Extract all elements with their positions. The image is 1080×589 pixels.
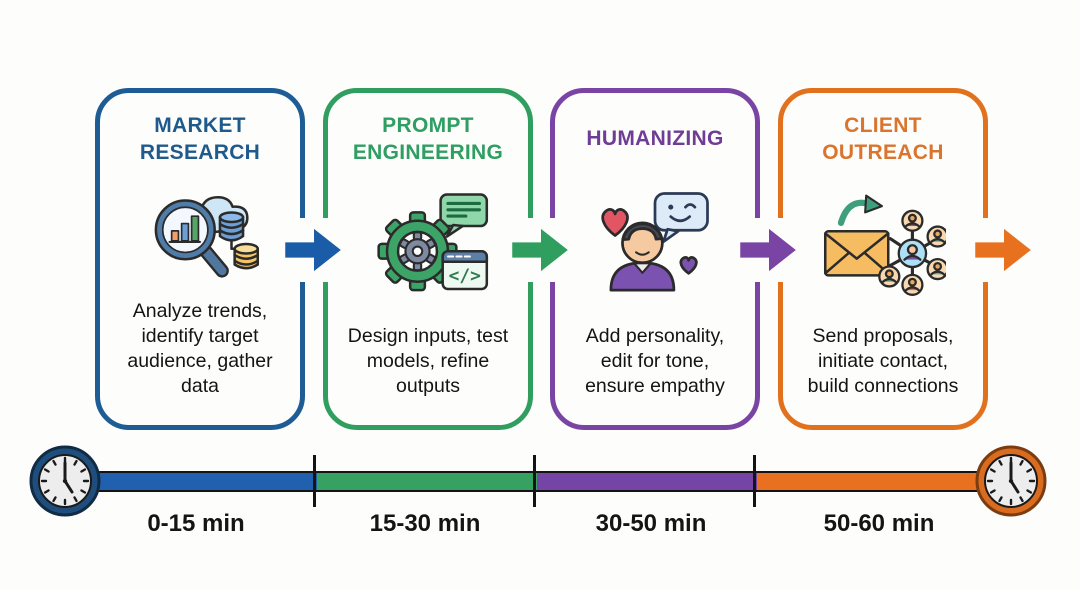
timeline-label: 30-50 min: [595, 510, 707, 537]
envelope-network-icon: [799, 167, 967, 324]
stage-description: Send proposals, initiate contact, build …: [807, 325, 959, 398]
timeline-label: 15-30 min: [369, 510, 481, 537]
timeline-segment: [537, 473, 757, 490]
gear-speech-code-icon: </>: [344, 167, 512, 324]
timeline-tick: [753, 455, 756, 507]
clock-icon: [973, 443, 1049, 519]
timeline-segment: [757, 473, 977, 490]
stage-title: MARKET RESEARCH: [139, 113, 261, 164]
svg-text:</>: </>: [449, 265, 481, 286]
stage-title: HUMANIZING: [586, 127, 724, 151]
clock-icon: [27, 443, 103, 519]
timeline-tick: [533, 455, 536, 507]
flow-arrow-icon: [972, 218, 1036, 282]
flow-arrow-icon: [509, 218, 573, 282]
timeline-label: 0-15 min: [147, 510, 245, 537]
timeline-bar: [95, 471, 979, 492]
stage-card-market-research: MARKET RESEARCH: [95, 88, 305, 430]
timeline-segment: [97, 473, 317, 490]
stage-card-humanizing: HUMANIZING Add persona: [550, 88, 760, 430]
stage-card-client-outreach: CLIENT OUTREACH: [778, 88, 988, 430]
person-hearts-speech-icon: [571, 167, 739, 324]
magnifier-chart-cloud-database-icon: [116, 167, 284, 299]
stage-description: Design inputs, test models, refine outpu…: [347, 325, 509, 398]
timeline-tick: [313, 455, 316, 507]
stage-description: Add personality, edit for tone, ensure e…: [585, 325, 725, 398]
stage-card-prompt-engineering: PROMPT ENGINEERING: [323, 88, 533, 430]
timeline-segment: [317, 473, 537, 490]
flow-arrow-icon: [282, 218, 346, 282]
timeline-label: 50-60 min: [823, 510, 935, 537]
stage-description: Analyze trends, identify target audience…: [127, 300, 273, 398]
stage-title: CLIENT OUTREACH: [822, 113, 944, 164]
stage-title: PROMPT ENGINEERING: [352, 113, 504, 164]
flow-arrow-icon: [737, 218, 801, 282]
